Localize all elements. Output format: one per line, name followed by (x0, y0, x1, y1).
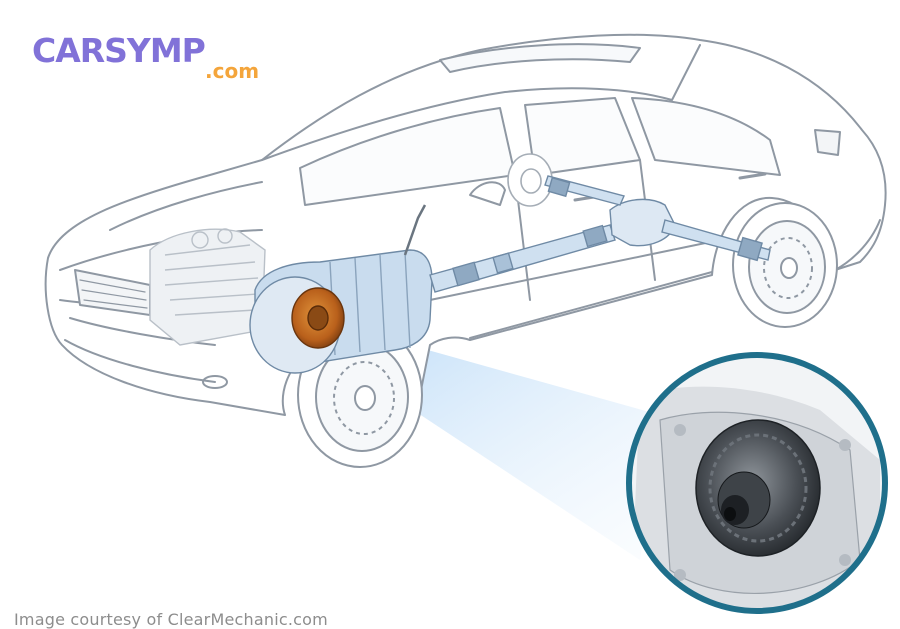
logo-name: CARSYMP (32, 31, 205, 70)
gear-shifter (403, 204, 427, 256)
callout-magnifier (626, 352, 888, 614)
callout-ring (626, 352, 888, 614)
rear-left-wheel (507, 153, 553, 207)
engine-block (149, 228, 266, 346)
carsymp-logo: CARSYMP .com (32, 31, 259, 83)
drivetrain (249, 175, 771, 374)
rear-wheel (732, 202, 838, 328)
image-credit-caption: Image courtesy of ClearMechanic.com (14, 610, 328, 629)
logo-suffix: .com (205, 59, 259, 83)
